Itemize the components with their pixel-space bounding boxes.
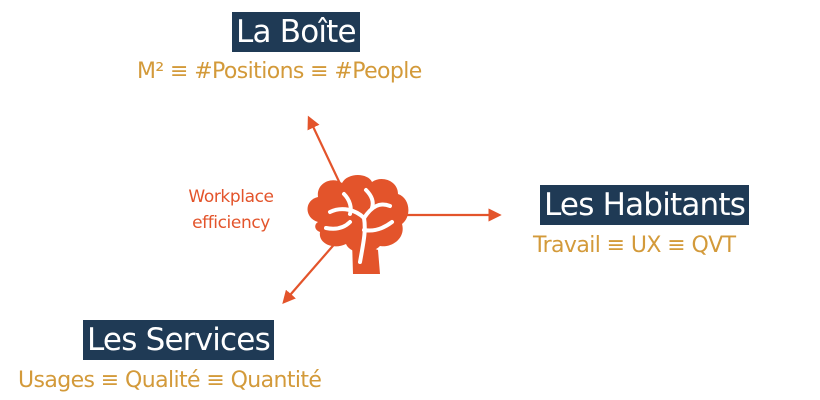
center-label-line2: efficiency [192, 213, 270, 233]
arrow-to-boite [307, 115, 344, 191]
arrow-to-services [282, 239, 339, 304]
node-title-habitants: Les Habitants [540, 185, 750, 225]
node-subtitle-habitants: Travail ≡ UX ≡ QVT [533, 233, 736, 258]
node-title-services: Les Services [83, 320, 274, 360]
node-subtitle-services: Usages ≡ Qualité ≡ Quantité [18, 368, 322, 393]
center-label: Workplace efficiency [164, 184, 298, 236]
brain-icon [307, 175, 409, 274]
node-subtitle-boite: M² ≡ #Positions ≡ #People [137, 59, 422, 84]
node-title-boite: La Boîte [232, 12, 360, 52]
center-label-line1: Workplace [188, 187, 274, 207]
